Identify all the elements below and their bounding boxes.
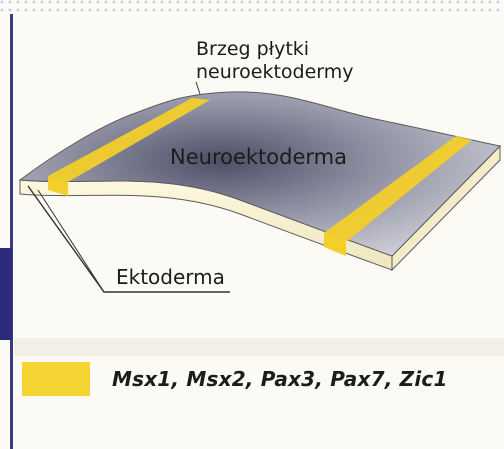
- left-frame-line: [10, 14, 13, 449]
- top-dotted-border: [0, 0, 504, 12]
- sidebar-accent: [0, 248, 12, 340]
- legend-band: [14, 338, 504, 356]
- plate-edge-label-line1: Brzeg płytki: [196, 38, 354, 61]
- plate-edge-label-line2: neuroektodermy: [196, 61, 354, 84]
- ectoderm-leader-2: [38, 190, 104, 292]
- ectoderm-label: Ektoderma: [116, 266, 225, 289]
- neuroectoderm-label: Neuroektoderma: [170, 146, 347, 169]
- legend-swatch: [22, 362, 90, 396]
- plate-edge-label: Brzeg płytki neuroektodermy: [196, 38, 354, 84]
- legend: Msx1, Msx2, Pax3, Pax7, Zic1: [22, 362, 448, 396]
- legend-genes-text: Msx1, Msx2, Pax3, Pax7, Zic1: [112, 367, 448, 391]
